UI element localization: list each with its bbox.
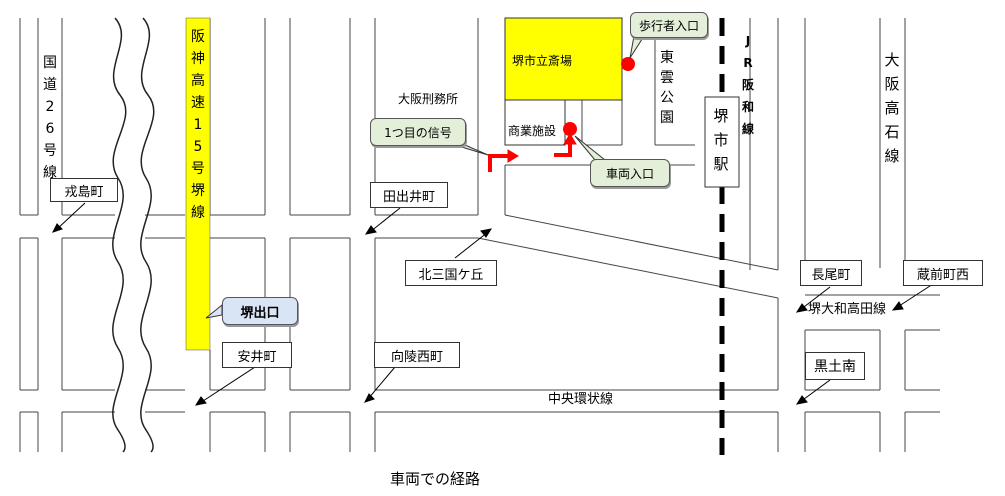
sakai-owada-label: 堺大和高田線 xyxy=(808,302,887,317)
osaka-takaishi-label: 大阪高石線 xyxy=(884,51,900,165)
pedestrian-entrance-dot xyxy=(621,57,635,71)
chuo-kanjo-label: 中央環状線 xyxy=(548,392,614,407)
intersection-mukaiminami: 向陵西町 xyxy=(374,342,460,368)
crematorium-building xyxy=(504,17,623,101)
hanshin-expressway xyxy=(185,17,211,351)
intersection-pointers xyxy=(52,202,934,406)
intersection-ebisujima: 戎島町 xyxy=(50,178,118,202)
intersection-kuramae-nishi: 蔵前町西 xyxy=(903,260,983,286)
intersection-kurotsuchi-minami: 黒土南 xyxy=(805,352,865,380)
park-label: 東雲公園 xyxy=(660,50,674,126)
route-arrow-first-signal xyxy=(488,149,519,172)
river xyxy=(112,17,127,453)
prison-label: 大阪刑務所 xyxy=(398,92,459,106)
intersection-yasui: 安井町 xyxy=(222,342,292,368)
pedestrian-callout-pointer xyxy=(629,35,645,59)
commercial-label: 商業施設 xyxy=(508,124,557,138)
intersection-kitamikunigaoka: 北三国ケ丘 xyxy=(405,260,497,286)
station-box xyxy=(704,96,740,188)
vehicle-callout-pointer xyxy=(574,135,607,161)
river-bank xyxy=(140,17,155,453)
route-arrow-vehicle-entrance xyxy=(554,133,577,157)
commercial-building xyxy=(504,99,566,146)
callout-pedestrian-entrance: 歩行者入口 xyxy=(630,12,708,38)
callout-vehicle-entrance: 車両入口 xyxy=(590,159,670,187)
callout-first-signal: 1つ目の信号 xyxy=(370,118,466,146)
first-signal-callout-pointer xyxy=(454,144,489,156)
crematorium-label: 堺市立斎場 xyxy=(512,54,573,68)
vehicle-entrance-dot xyxy=(563,122,577,136)
station-label: 堺市駅 xyxy=(713,107,729,173)
callout-sakai-exit: 堺出口 xyxy=(222,297,298,325)
map-caption: 車両での経路 xyxy=(390,470,481,488)
intersection-tadeii: 田出井町 xyxy=(370,182,448,208)
road-outlines xyxy=(19,18,940,452)
intersection-nagao: 長尾町 xyxy=(800,260,862,286)
